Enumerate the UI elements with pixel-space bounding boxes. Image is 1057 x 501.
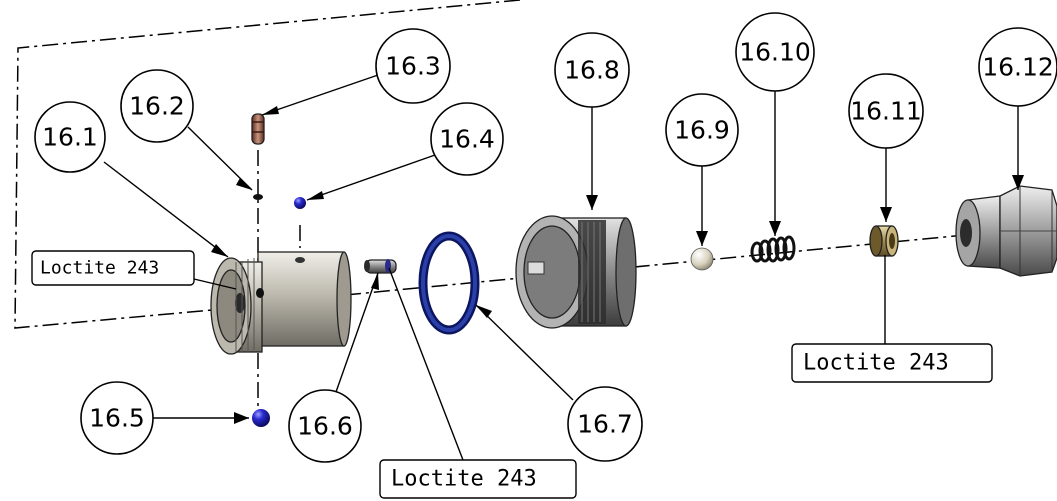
- svg-text:16.12: 16.12: [982, 53, 1054, 82]
- balloon-16-6: 16.6: [288, 389, 362, 463]
- svg-text:Loctite 243: Loctite 243: [391, 467, 537, 492]
- part-16-11-brass-ring: [869, 225, 899, 257]
- part-16-12-fitting: [955, 185, 1057, 277]
- balloon-16-1: 16.1: [34, 101, 106, 173]
- leader-lines: [103, 74, 1024, 461]
- part-16-9-ball: [690, 247, 714, 271]
- balloon-16-8: 16.8: [554, 32, 630, 108]
- note-loctite-bottom: Loctite 243: [379, 459, 577, 499]
- part-16-1-body: [210, 251, 352, 355]
- svg-text:16.6: 16.6: [297, 412, 353, 441]
- svg-text:16.7: 16.7: [577, 410, 633, 439]
- balloon-16-11: 16.11: [848, 73, 924, 149]
- part-16-5-ball: [252, 409, 270, 427]
- part-16-4-ball: [294, 197, 306, 209]
- balloon-16-2: 16.2: [120, 69, 194, 143]
- svg-text:16.4: 16.4: [439, 125, 495, 154]
- svg-text:16.5: 16.5: [89, 404, 145, 433]
- svg-text:16.1: 16.1: [42, 123, 98, 152]
- svg-text:16.3: 16.3: [385, 52, 441, 81]
- part-16-10-spring: [750, 235, 796, 263]
- balloon-16-9: 16.9: [665, 93, 739, 167]
- part-16-7-o-ring: [418, 231, 480, 335]
- svg-text:Loctite 243: Loctite 243: [40, 258, 159, 279]
- note-loctite-right: Loctite 243: [791, 343, 993, 383]
- svg-text:Loctite 243: Loctite 243: [803, 351, 949, 376]
- part-16-8-sleeve: [515, 215, 637, 329]
- svg-text:16.10: 16.10: [739, 38, 811, 67]
- balloon-16-3: 16.3: [375, 28, 451, 104]
- part-16-2-set-screw: [253, 194, 263, 200]
- balloon-16-7: 16.7: [567, 386, 643, 462]
- balloon-16-10: 16.10: [735, 12, 815, 92]
- svg-text:16.8: 16.8: [564, 56, 620, 85]
- part-16-6-nozzle: [364, 259, 397, 274]
- svg-text:16.2: 16.2: [129, 92, 185, 121]
- part-16-3-pin: [251, 113, 265, 145]
- svg-text:16.9: 16.9: [674, 116, 730, 145]
- balloon-16-4: 16.4: [430, 102, 504, 176]
- note-loctite-left: Loctite 243: [31, 250, 195, 286]
- balloon-16-12: 16.12: [978, 27, 1057, 107]
- svg-text:16.11: 16.11: [850, 97, 922, 126]
- balloon-16-5: 16.5: [80, 381, 154, 455]
